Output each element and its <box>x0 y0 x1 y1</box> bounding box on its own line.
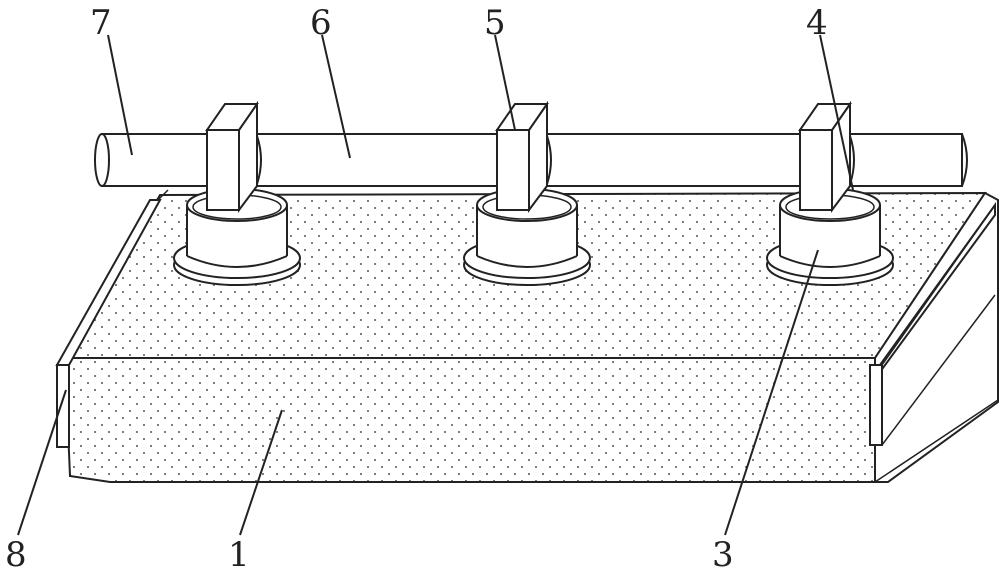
leader-line-1 <box>239 409 283 536</box>
base-front-face <box>63 357 876 483</box>
leader-line-8 <box>17 389 67 536</box>
label-7: 7 <box>90 3 112 43</box>
mount-right <box>766 100 894 286</box>
label-8: 8 <box>5 535 27 575</box>
leader-line-4 <box>819 34 854 191</box>
leader-line-6 <box>321 34 351 159</box>
callouts: 7 6 5 4 3 1 8 <box>5 3 828 575</box>
right-side-plate <box>869 201 996 446</box>
label-3: 3 <box>712 535 734 575</box>
leader-line-3 <box>724 249 819 536</box>
leader-lines <box>17 34 854 536</box>
label-5: 5 <box>484 3 506 43</box>
mount-middle <box>463 100 591 286</box>
label-4: 4 <box>806 3 828 43</box>
leader-line-7 <box>107 34 133 156</box>
leader-line-5 <box>494 34 516 131</box>
mount-left <box>173 100 301 286</box>
left-side-plate <box>55 199 162 448</box>
label-6: 6 <box>310 3 332 43</box>
label-1: 1 <box>228 535 250 575</box>
